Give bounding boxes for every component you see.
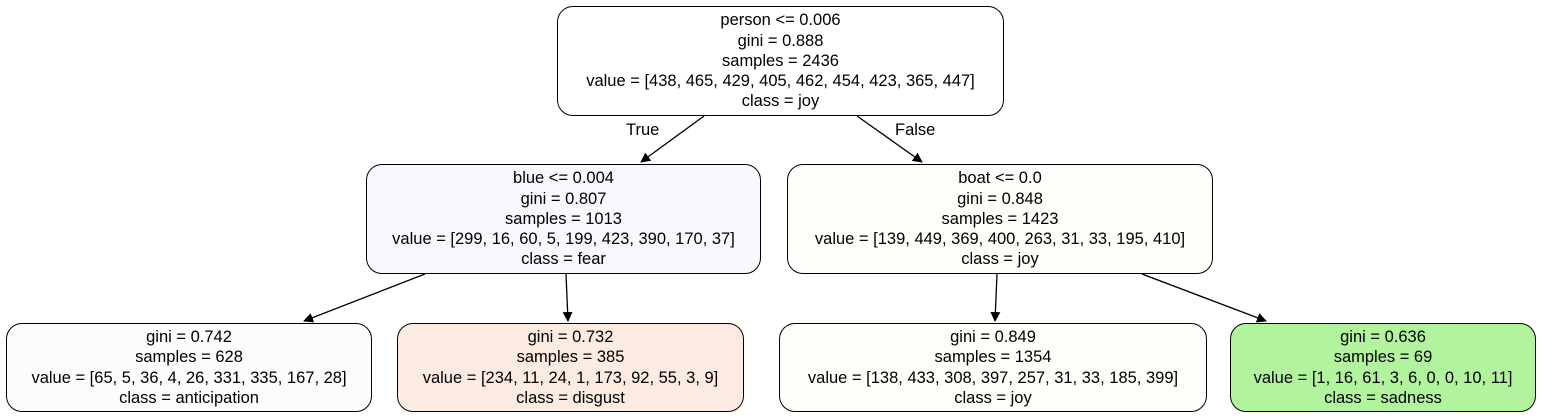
node-class: class = anticipation — [119, 388, 259, 407]
tree-leaf-left-left: gini = 0.742 samples = 628 value = [65, … — [6, 323, 372, 412]
tree-leaf-right-right: gini = 0.636 samples = 69 value = [1, 16… — [1230, 323, 1536, 412]
node-class: class = joy — [961, 250, 1039, 269]
node-gini: gini = 0.732 — [527, 328, 614, 347]
tree-node-right: boat <= 0.0 gini = 0.848 samples = 1423 … — [787, 164, 1213, 274]
node-samples: samples = 1423 — [941, 209, 1059, 228]
node-gini: gini = 0.888 — [737, 31, 824, 50]
node-value: value = [65, 5, 36, 4, 26, 331, 335, 167… — [31, 368, 347, 387]
edge-right-to-right-right — [1141, 273, 1267, 323]
node-value: value = [234, 11, 24, 1, 173, 92, 55, 3,… — [422, 368, 719, 387]
node-class: class = disgust — [516, 388, 625, 407]
node-split-rule: boat <= 0.0 — [958, 169, 1042, 188]
node-value: value = [299, 16, 60, 5, 199, 423, 390, … — [392, 230, 735, 249]
tree-node-root: person <= 0.006 gini = 0.888 samples = 2… — [557, 6, 1004, 116]
node-class: class = fear — [521, 250, 606, 269]
node-samples: samples = 1354 — [934, 348, 1052, 367]
node-class: class = joy — [954, 388, 1032, 407]
node-samples: samples = 385 — [516, 348, 625, 367]
edge-label-false: False — [895, 121, 936, 139]
node-gini: gini = 0.807 — [520, 189, 607, 208]
node-gini: gini = 0.848 — [957, 189, 1043, 208]
node-value: value = [1, 16, 61, 3, 6, 0, 0, 10, 11] — [1253, 368, 1513, 387]
edge-root-to-left — [640, 115, 705, 163]
edge-right-to-right-left — [990, 273, 1001, 322]
node-split-rule: blue <= 0.004 — [513, 169, 614, 188]
node-samples: samples = 69 — [1333, 348, 1433, 367]
node-class: class = joy — [741, 92, 820, 111]
edge-root-to-right — [856, 115, 923, 163]
node-samples: samples = 2436 — [722, 51, 839, 70]
node-class: class = sadness — [1324, 388, 1442, 407]
node-gini: gini = 0.849 — [950, 328, 1036, 347]
edge-left-to-left-right — [562, 273, 573, 322]
edge-left-to-left-left — [303, 273, 426, 323]
edge-label-true: True — [626, 121, 660, 139]
node-value: value = [139, 449, 369, 400, 263, 31, 33… — [814, 230, 1186, 249]
tree-node-left: blue <= 0.004 gini = 0.807 samples = 101… — [366, 164, 761, 274]
node-split-rule: person <= 0.006 — [720, 11, 841, 30]
tree-leaf-right-left: gini = 0.849 samples = 1354 value = [138… — [779, 323, 1207, 412]
node-samples: samples = 1013 — [505, 209, 622, 228]
node-value: value = [138, 433, 308, 397, 257, 31, 33… — [807, 368, 1179, 387]
node-value: value = [438, 465, 429, 405, 462, 454, 4… — [586, 72, 975, 91]
node-gini: gini = 0.636 — [1340, 328, 1426, 347]
tree-leaf-left-right: gini = 0.732 samples = 385 value = [234,… — [397, 323, 744, 412]
node-samples: samples = 628 — [135, 348, 243, 367]
node-gini: gini = 0.742 — [146, 328, 232, 347]
